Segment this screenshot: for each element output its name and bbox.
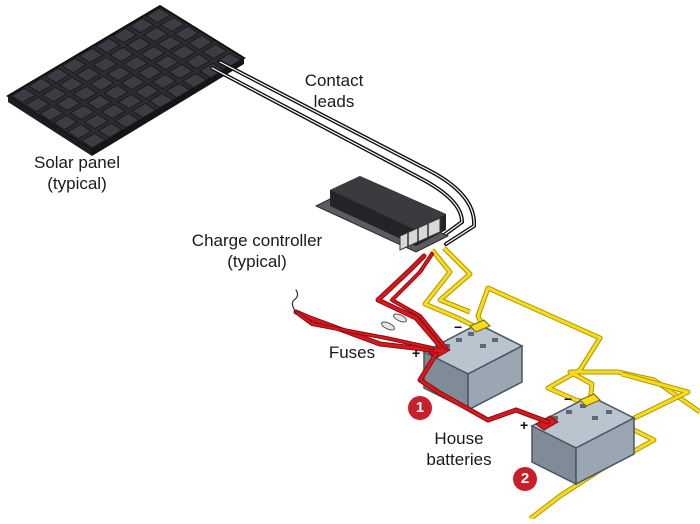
solar-cell — [156, 35, 183, 52]
battery2-minus-marker: − — [564, 391, 572, 407]
contact-leads — [210, 60, 477, 246]
solar-cell — [10, 87, 37, 104]
solar-cell — [106, 65, 132, 82]
solar-cell — [69, 104, 96, 121]
solar-cell — [140, 45, 166, 62]
solar-panel — [6, 4, 246, 156]
solar-cell — [198, 62, 225, 79]
solar-cell — [168, 63, 194, 80]
solar-cell — [131, 102, 157, 119]
solar-cell — [165, 82, 191, 99]
house-battery-1 — [422, 319, 524, 412]
solar-cell — [55, 95, 82, 112]
solar-cell — [41, 86, 68, 103]
solar-cell — [72, 85, 98, 102]
charge-controller — [314, 176, 450, 253]
solar-cell — [126, 36, 152, 53]
solar-cell — [137, 64, 163, 81]
solar-cell — [187, 34, 214, 51]
charge-controller-label: Charge controller (typical) — [191, 231, 323, 271]
solar-cell — [114, 112, 140, 129]
solar-cell — [92, 56, 118, 73]
solar-cell — [145, 7, 172, 24]
fuses-label: Fuses — [328, 343, 376, 362]
solar-panel-label: Solar panel (typical) — [33, 153, 120, 193]
solar-cell — [128, 17, 155, 34]
solar-cell — [97, 122, 124, 139]
battery-2-number-badge: 2 — [513, 467, 537, 491]
house-battery-2 — [530, 393, 636, 486]
negative-wiring — [422, 246, 700, 521]
battery2-plus-marker: + — [520, 417, 528, 433]
solar-cell — [95, 37, 121, 54]
solar-cell — [80, 132, 107, 149]
solar-cell — [103, 84, 129, 101]
solar-cell — [86, 94, 112, 111]
solar-cell — [159, 16, 186, 33]
battery-1-number-badge: 1 — [408, 396, 432, 420]
solar-cell — [58, 76, 84, 93]
solar-cell — [184, 53, 211, 70]
solar-cell — [201, 43, 228, 60]
solar-cell — [134, 83, 160, 100]
solar-cell — [154, 54, 180, 71]
solar-cell — [89, 75, 115, 92]
solar-cell — [78, 47, 104, 64]
solar-cell — [61, 57, 87, 74]
contact-leads-label: Contact leads — [304, 71, 364, 111]
solar-cell — [109, 46, 135, 63]
solar-cell — [75, 66, 101, 83]
solar-cell — [24, 96, 51, 113]
solar-cell — [52, 114, 79, 131]
solar-cell — [117, 93, 143, 110]
battery1-minus-marker: − — [454, 319, 462, 335]
battery1-plus-marker: + — [412, 345, 420, 361]
solar-cell — [112, 27, 138, 44]
solar-cell — [173, 25, 200, 42]
positive-wiring — [291, 252, 551, 425]
solar-cell — [123, 55, 149, 72]
solar-cell — [38, 105, 65, 122]
solar-cell — [120, 74, 146, 91]
solar-cell — [151, 73, 177, 90]
house-batteries-label: House batteries — [426, 429, 492, 469]
solar-cell — [182, 72, 208, 89]
solar-cell — [142, 26, 169, 43]
solar-cell — [27, 77, 54, 94]
solar-cell — [170, 44, 197, 61]
solar-cell — [100, 103, 126, 120]
solar-cell — [83, 113, 110, 130]
solar-cell — [66, 123, 93, 140]
solar-cell — [44, 67, 70, 84]
solar-cell — [148, 92, 174, 109]
